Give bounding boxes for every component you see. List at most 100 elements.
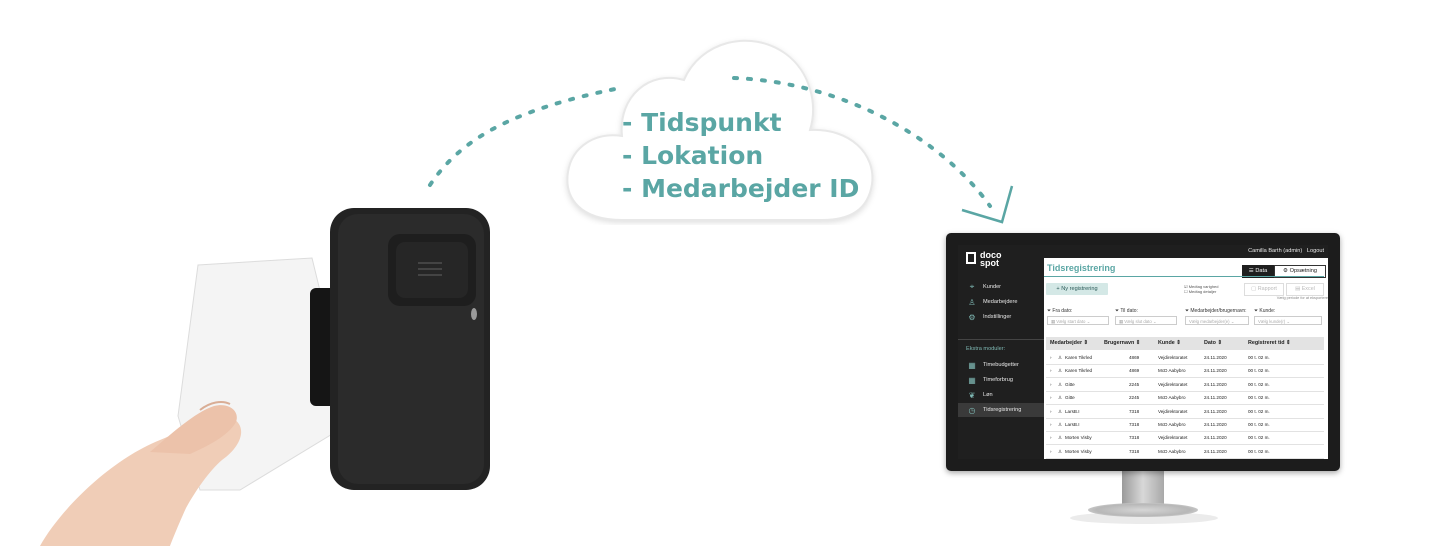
filter-employee-label: ⏷ Medarbejder/brugernavn: [1185,308,1247,314]
include-details-checkbox[interactable]: ☐ Medtag detaljer [1184,289,1217,294]
employee-select[interactable]: Vælg medarbejder(e) ⌄ [1185,316,1249,325]
export-hint: Vælg periode for at eksportere [1276,296,1328,300]
data-tab-button[interactable]: ☰ Data [1242,265,1274,278]
rfid-reader [310,208,490,490]
new-registration-button[interactable]: + Ny registrering [1046,283,1108,295]
monitor-base [1088,503,1198,517]
row-expand-icon[interactable]: › [1050,355,1052,360]
row-expand-icon[interactable]: › [1050,422,1052,427]
docospot-logo: doco spot [966,251,1002,268]
cell-kunde: Vejdirektoratet [1158,355,1188,360]
sidebar-divider [958,339,1044,340]
cell-medarbejder: Morten Visby [1065,435,1092,441]
cell-kunde: Vejdirektoratet [1158,408,1188,414]
cell-registreret-tid: 00 t. 02 m. [1248,422,1270,427]
cell-brugernavn: 2245 [1129,395,1140,401]
sidebar-item-tidsregistrering[interactable]: ◷ Tidsregistrering [958,403,1044,417]
cell-medarbejder: Gitte [1065,381,1075,387]
sidebar-item-indstillinger[interactable]: ⚙ Indstillinger [958,310,1044,324]
person-icon: ♙ [1058,395,1063,401]
col-dato[interactable]: Dato ⇕ [1204,340,1222,346]
row-expand-icon[interactable]: › [1050,408,1052,414]
logo-mark-icon [966,252,976,264]
table-row[interactable]: › ♙Gitte 2245 McD Aabybro 24.11.2020 00 t. 02… [1046,391,1324,406]
person-icon: ♙ [1058,381,1063,387]
cell-registreret-tid: 00 t. 02 m. [1248,368,1270,374]
cell-kunde: McD Aabybro [1158,368,1186,374]
cell-dato: 24.11.2020 [1204,448,1227,454]
row-expand-icon[interactable]: › [1050,435,1052,441]
cell-kunde: McD Aabybro [1158,395,1186,401]
row-expand-icon[interactable]: › [1050,448,1052,454]
filter-customer-label: ⏷ Kunde: [1254,308,1276,314]
row-expand-icon[interactable]: › [1050,381,1052,387]
rfid-scene-illustration [40,208,490,546]
cell-kunde: McD Aabybro [1158,448,1186,454]
cell-dato: 24.11.2020 [1204,368,1227,374]
col-kunde[interactable]: Kunde ⇕ [1158,340,1181,346]
dotted-arc-left [428,86,622,187]
person-icon: ♙ [1058,355,1063,360]
dotted-arc-right [732,76,1014,224]
cell-medarbejder: LarsB.I [1065,408,1080,414]
sidebar-item-medarbejdere[interactable]: ♙ Medarbejdere [958,295,1044,309]
col-registreret-tid[interactable]: Registreret tid ⇕ [1248,340,1291,346]
filter-from-label: ⏷ Fra dato: [1047,308,1073,314]
include-duration-checkbox[interactable]: ☑ Medtag varighed [1184,284,1219,289]
page-title: Tidsregistrering [1047,263,1116,273]
row-expand-icon[interactable]: › [1050,395,1052,401]
cloud-shape [566,39,874,221]
cell-brugernavn: 7318 [1129,448,1140,454]
cell-registreret-tid: 00 t. 02 m. [1248,408,1270,414]
setup-tab-button[interactable]: ⚙ Opsætning [1274,265,1326,278]
cell-dato: 24.11.2020 [1204,355,1227,360]
logout-link[interactable]: Logout [1306,248,1324,254]
clock-icon: ◷ [968,405,976,415]
cell-kunde: Vejdirektoratet [1158,381,1188,387]
cell-registreret-tid: 00 t. 02 m. [1248,381,1270,387]
to-date-input[interactable]: ▦ Vælg slut dato ⌄ [1115,316,1177,325]
cell-dato: 24.11.2020 [1204,395,1227,401]
grid-icon: ▦ [968,375,976,385]
sidebar-item-timebudgetter[interactable]: ▦ Timebudgetter [958,358,1044,372]
cell-kunde: Vejdirektoratet [1158,435,1188,441]
person-icon: ♙ [1058,448,1063,454]
cell-dato: 24.11.2020 [1204,422,1227,427]
sidebar-item-lon[interactable]: ❦ Løn [958,388,1044,402]
cloud-line-location: - Lokation [622,141,764,170]
cloud-line-employee-id: - Medarbejder ID [622,174,860,203]
col-medarbejder[interactable]: Medarbejder ⇕ [1050,340,1089,346]
person-icon: ♙ [1058,435,1063,441]
col-brugernavn[interactable]: Brugernavn ⇕ [1104,340,1141,346]
cell-brugernavn: 2245 [1129,381,1140,387]
extra-modules-header: Ekstra moduler: [966,346,1006,352]
cell-registreret-tid: 00 t. 02 m. [1248,395,1270,401]
sidebar-item-kunder[interactable]: ⌖ Kunder [958,280,1044,294]
main-content: Camilla Barth (admin) Logout Tidsregistr… [1044,245,1328,459]
from-date-input[interactable]: ▦ Vælg start dato ⌄ [1047,316,1109,325]
hand [40,401,242,546]
person-icon: ♙ [1058,408,1063,414]
cell-registreret-tid: 00 t. 02 m. [1248,435,1270,441]
row-expand-icon[interactable]: › [1050,368,1052,374]
cell-medarbejder: Gitte [1065,395,1075,401]
cloud-data-list: - Tidspunkt - Lokation - Medarbejder ID [622,106,859,205]
report-button[interactable]: ▢ Rapport [1244,283,1284,296]
customer-select[interactable]: Vælg kunde(r) ⌄ [1254,316,1322,325]
excel-button[interactable]: ▤ Excel [1286,283,1324,296]
table-header: Medarbejder ⇕ Brugernavn ⇕ Kunde ⇕ Dato … [1046,337,1324,350]
sidebar-item-timeforbrug[interactable]: ▦ Timeforbrug [958,373,1044,387]
cell-kunde: McD Aabybro [1158,422,1186,427]
title-underline [1044,276,1324,277]
cell-dato: 24.11.2020 [1204,435,1227,441]
cell-medarbejder: Morten Visby [1065,448,1092,454]
sidebar: doco spot ⌖ Kunder ♙ Medarbejdere ⚙ Inds… [958,245,1044,459]
cell-brugernavn: 4869 [1129,368,1140,374]
